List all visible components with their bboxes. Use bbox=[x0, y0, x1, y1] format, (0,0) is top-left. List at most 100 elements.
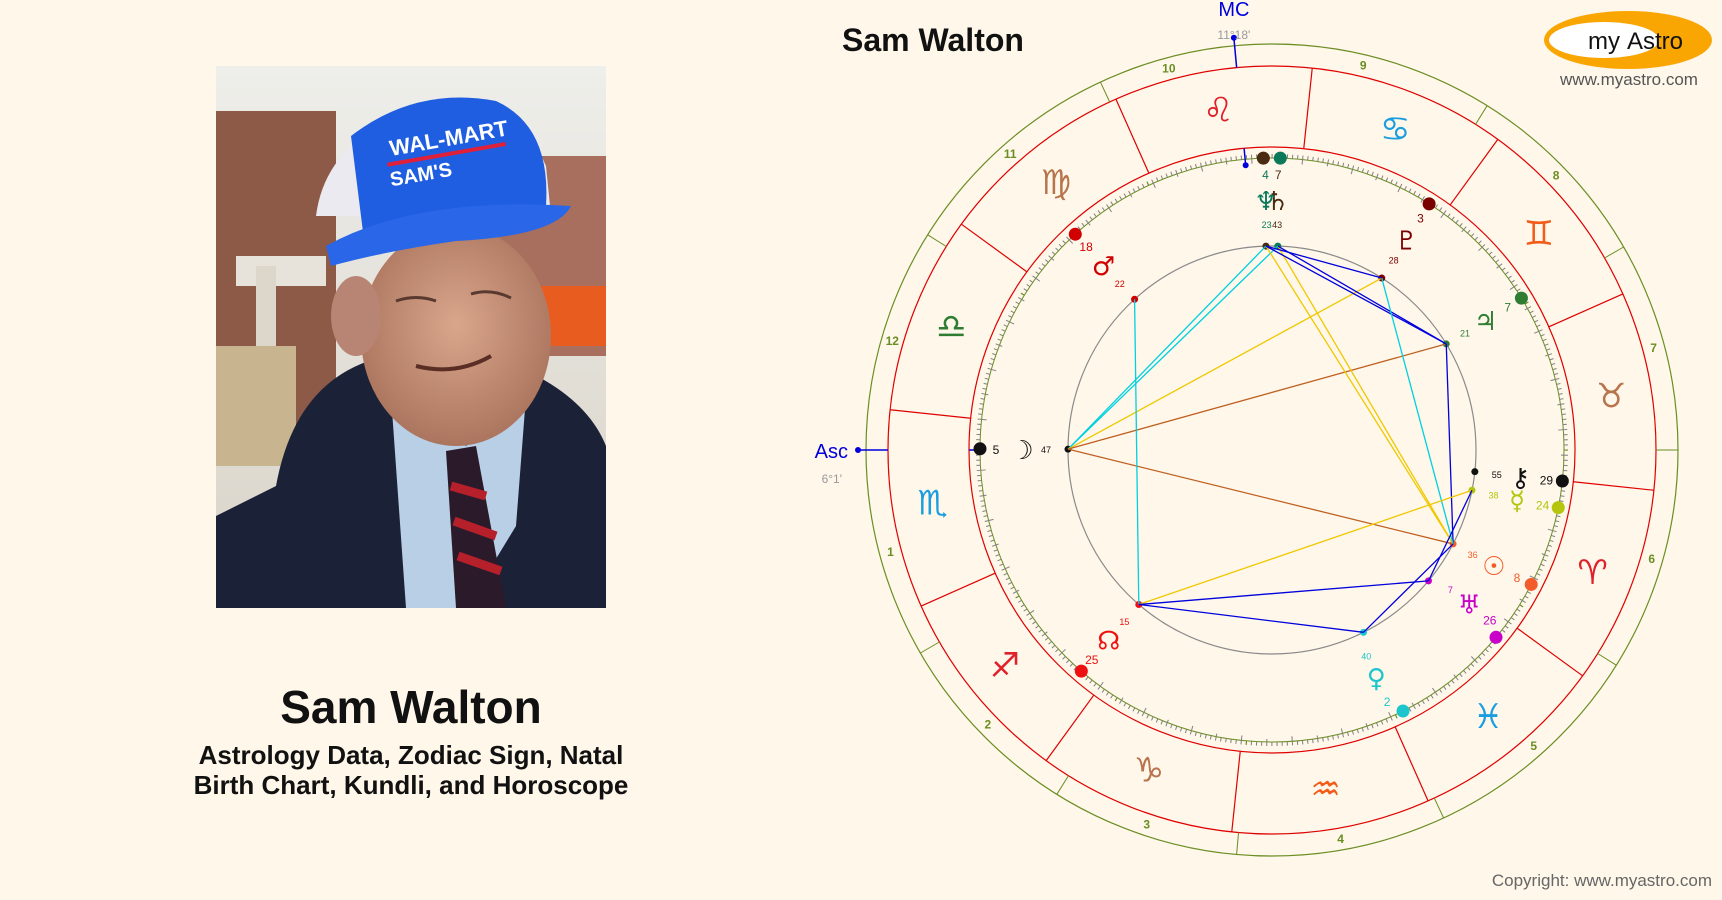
sign-glyph-scorpio: ♏ bbox=[917, 484, 947, 524]
planet-marker-sun[interactable] bbox=[1524, 577, 1538, 591]
planet-minute: 47 bbox=[1041, 445, 1051, 455]
planet-minute: 7 bbox=[1448, 585, 1453, 595]
planet-glyph-moon: ☽ bbox=[1010, 436, 1033, 466]
planet-glyph-saturn: ♄ bbox=[1266, 187, 1289, 217]
logo-my-text: my bbox=[1588, 28, 1620, 55]
portrait-image: WAL-MART SAM'S bbox=[216, 66, 606, 608]
sign-glyph-aquarius: ♒ bbox=[1310, 769, 1340, 809]
planet-glyph-mercury: ☿ bbox=[1509, 486, 1525, 516]
aspect-line bbox=[1381, 277, 1454, 545]
aspect-line bbox=[1138, 580, 1429, 606]
planet-glyph-pluto: ♇ bbox=[1395, 226, 1418, 256]
house-number-11: 11 bbox=[1004, 147, 1017, 161]
planet-minute: 55 bbox=[1492, 470, 1502, 480]
planet-minute: 40 bbox=[1361, 651, 1371, 661]
aspect-line bbox=[1363, 543, 1454, 633]
house-number-7: 7 bbox=[1650, 341, 1657, 355]
sign-glyph-leo: ♌ bbox=[1203, 91, 1233, 131]
planet-degree: 4 bbox=[1262, 168, 1269, 182]
planet-degree: 25 bbox=[1085, 653, 1099, 667]
house-number-9: 9 bbox=[1360, 59, 1367, 73]
sign-glyph-taurus: ♉ bbox=[1596, 376, 1626, 416]
site-url-link[interactable]: www.myastro.com bbox=[1560, 70, 1698, 89]
planet-glyph-neptune: ♆ bbox=[1254, 187, 1277, 217]
logo-astro-text: Astro bbox=[1627, 28, 1683, 55]
sign-glyph-sagittarius: ♐ bbox=[990, 646, 1020, 686]
house-number-3: 3 bbox=[1143, 818, 1150, 832]
aspect-circle bbox=[1067, 245, 1477, 655]
house-number-12: 12 bbox=[886, 334, 900, 348]
house-number-6: 6 bbox=[1648, 552, 1655, 566]
planet-minute: 15 bbox=[1119, 617, 1129, 627]
planet-degree: 29 bbox=[1540, 473, 1554, 487]
sign-glyph-virgo: ♍ bbox=[1041, 163, 1071, 203]
planet-marker-mars[interactable] bbox=[1068, 227, 1082, 241]
planet-glyph-mars: ♂ bbox=[1092, 252, 1115, 282]
zodiac-outer-ring bbox=[887, 65, 1657, 835]
house-number-4: 4 bbox=[1337, 832, 1344, 846]
aspect-line bbox=[1067, 277, 1383, 450]
aspect-line bbox=[1265, 245, 1454, 545]
mc-label: MC bbox=[1218, 0, 1249, 21]
myastro-logo[interactable]: my Astro bbox=[1542, 10, 1714, 70]
aspect-line bbox=[1265, 245, 1447, 345]
planet-marker-jupiter[interactable] bbox=[1514, 291, 1528, 305]
planet-marker-venus[interactable] bbox=[1396, 704, 1410, 718]
house-number-5: 5 bbox=[1530, 739, 1537, 753]
sign-glyph-cancer: ♋ bbox=[1380, 109, 1410, 149]
aspect-line bbox=[1133, 299, 1140, 605]
planet-marker-mercury[interactable] bbox=[1551, 501, 1565, 515]
sign-glyph-gemini: ♊ bbox=[1524, 214, 1554, 254]
planet-minute: 23 bbox=[1262, 220, 1272, 230]
planet-minute: 36 bbox=[1468, 550, 1478, 560]
planet-degree: 26 bbox=[1483, 614, 1497, 628]
aspect-line bbox=[1265, 245, 1382, 279]
planet-glyph-venus: ♀ bbox=[1367, 664, 1386, 694]
aspect-line bbox=[1427, 489, 1473, 582]
subtitle-line-1: Astrology Data, Zodiac Sign, Natal bbox=[198, 740, 624, 770]
planet-marker-neptune[interactable] bbox=[1273, 151, 1287, 165]
planet-marker-chiron[interactable] bbox=[1555, 474, 1569, 488]
planet-minute: 38 bbox=[1489, 491, 1499, 501]
aspect-line bbox=[1138, 603, 1364, 633]
aspect-line bbox=[1277, 245, 1447, 345]
aspect-line bbox=[1067, 245, 1267, 450]
asc-label: Asc bbox=[815, 441, 848, 463]
sign-glyph-aries: ♈ bbox=[1577, 553, 1607, 593]
chart-title: Sam Walton bbox=[842, 22, 1024, 58]
planet-degree: 2 bbox=[1384, 695, 1391, 709]
planet-degree: 24 bbox=[1536, 498, 1550, 512]
house-number-1: 1 bbox=[887, 545, 894, 559]
planet-marker-uranus[interactable] bbox=[1489, 630, 1503, 644]
asc-degree: 6°1' bbox=[822, 472, 842, 486]
planet-degree: 5 bbox=[993, 443, 1000, 457]
house-number-10: 10 bbox=[1162, 62, 1176, 76]
house-number-2: 2 bbox=[985, 717, 992, 731]
planet-marker-saturn[interactable] bbox=[1256, 151, 1270, 165]
person-subtitle: Astrology Data, Zodiac Sign, Natal Birth… bbox=[0, 740, 822, 800]
aspect-line bbox=[1067, 343, 1447, 450]
mc-degree: 11°18' bbox=[1217, 28, 1250, 42]
planet-degree: 3 bbox=[1417, 211, 1424, 225]
planet-marker-north-node[interactable] bbox=[1074, 664, 1088, 678]
sign-glyph-libra: ♎ bbox=[936, 307, 966, 347]
planet-marker-moon[interactable] bbox=[973, 442, 987, 456]
sign-glyph-pisces: ♓ bbox=[1473, 697, 1503, 737]
aspect-line bbox=[1138, 489, 1473, 606]
planet-degree: 8 bbox=[1514, 571, 1521, 585]
planet-minute: 43 bbox=[1272, 220, 1282, 230]
subtitle-line-2: Birth Chart, Kundli, and Horoscope bbox=[193, 770, 629, 800]
zodiac-inner-ring bbox=[968, 146, 1576, 754]
portrait-photo: WAL-MART SAM'S bbox=[216, 66, 606, 608]
planet-minute: 28 bbox=[1389, 255, 1399, 265]
house-number-8: 8 bbox=[1553, 169, 1560, 183]
planet-glyph-chiron: ⚷ bbox=[1511, 464, 1530, 494]
copyright-notice: Copyright: www.myastro.com bbox=[1491, 871, 1712, 890]
planet-degree: 18 bbox=[1079, 240, 1093, 254]
planet-degree: 7 bbox=[1275, 168, 1282, 182]
aspect-line bbox=[1067, 448, 1454, 545]
planet-glyph-uranus: ♅ bbox=[1458, 591, 1481, 621]
aspect-line bbox=[1277, 245, 1454, 545]
planet-marker-pluto[interactable] bbox=[1422, 197, 1436, 211]
